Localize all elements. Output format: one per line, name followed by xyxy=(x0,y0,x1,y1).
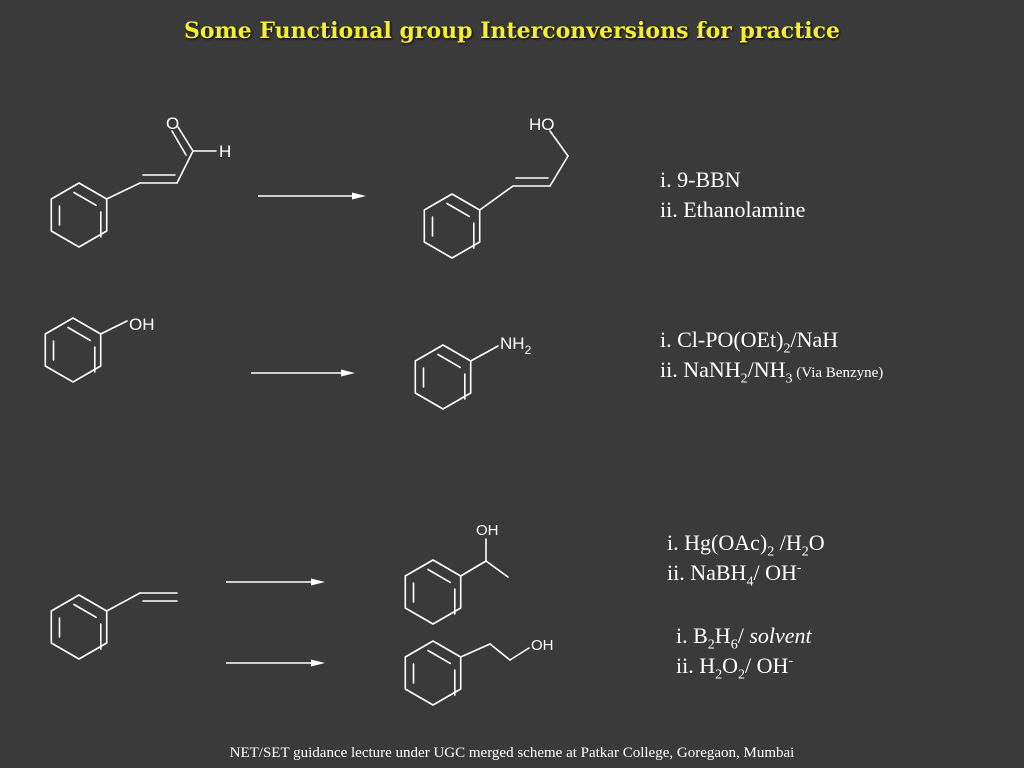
reaction-arrow-3a xyxy=(226,578,325,586)
r2-step-1: i. Cl-PO(OEt)2/NaH xyxy=(660,327,839,357)
primary-hydroxyl-label: OH xyxy=(531,637,554,654)
footer-credit: NET/SET guidance lecture under UGC merge… xyxy=(229,745,795,761)
r3a-step-2: ii. NaBH4/ OH- xyxy=(667,560,802,590)
phenol-hydroxyl-label: OH xyxy=(129,315,155,334)
r3a-step-1: i. Hg(OAc)2 /H2O xyxy=(667,530,825,560)
r2-step-2: ii. NaNH2/NH3 (Via Benzyne) xyxy=(660,357,884,387)
slide-title: Some Functional group Interconversions f… xyxy=(183,18,841,44)
reaction-arrow-1 xyxy=(258,192,366,200)
1-phenylethanol-structure: OH xyxy=(404,522,509,625)
conditions-reaction-1: i. 9-BBN ii. Ethanolamine xyxy=(660,165,805,225)
conditions-reaction-2: i. Cl-PO(OEt)2/NaH ii. NaNH2/NH3 (Via Be… xyxy=(660,325,883,388)
cinnamyl-alcohol-structure: HO xyxy=(423,115,569,259)
r1-step-2: ii. Ethanolamine xyxy=(660,197,806,222)
conditions-reaction-3a: i. Hg(OAc)2 /H2O ii. NaBH4/ OH- xyxy=(667,528,825,590)
reaction-arrow-3b xyxy=(226,659,325,667)
reaction-arrow-2 xyxy=(251,369,355,377)
benzyne-note: (Via Benzyne) xyxy=(792,365,884,381)
r3b-step-2: ii. H2O2/ OH- xyxy=(676,653,794,683)
cinnamaldehyde-structure: O H xyxy=(50,114,231,248)
allylic-hydroxyl-label: HO xyxy=(529,115,555,134)
aldehyde-oxygen-label: O xyxy=(166,114,179,133)
styrene-structure xyxy=(50,592,178,660)
aldehyde-hydrogen-label: H xyxy=(219,142,231,161)
r1-step-1: i. 9-BBN xyxy=(660,167,741,192)
aniline-amine-label: NH2 xyxy=(500,334,532,357)
r3b-step-1: i. B2H6/ solvent xyxy=(676,623,812,653)
2-phenylethanol-structure: OH xyxy=(404,637,554,706)
conditions-reaction-3b: i. B2H6/ solvent ii. H2O2/ OH- xyxy=(676,621,812,683)
secondary-hydroxyl-label: OH xyxy=(476,522,499,539)
phenol-structure: OH xyxy=(44,315,155,383)
aniline-structure: NH2 xyxy=(414,334,532,410)
